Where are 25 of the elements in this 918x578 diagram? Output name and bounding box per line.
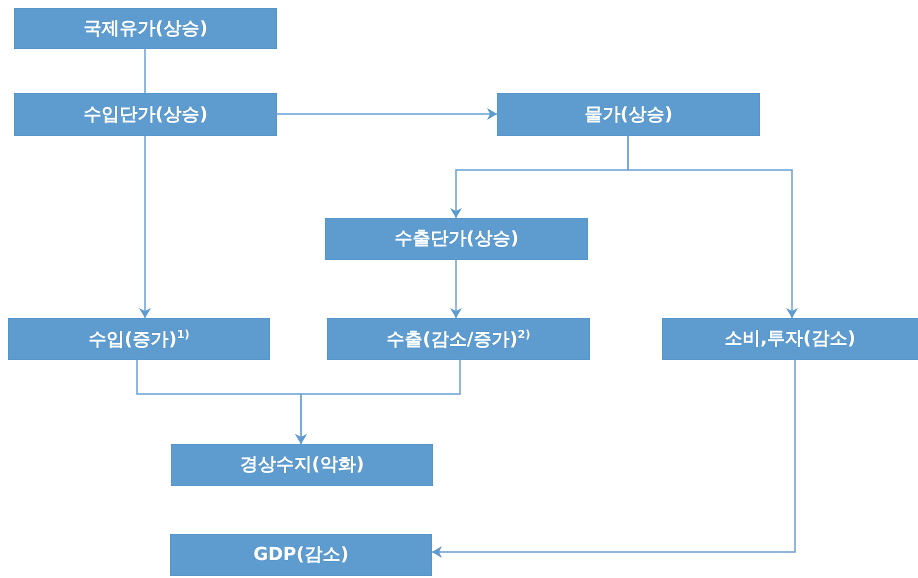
box-label: 수출(감소/증가)$^{2)}$ xyxy=(386,329,530,349)
arrow xyxy=(627,136,798,318)
arrow xyxy=(432,360,796,558)
process-box xyxy=(170,534,432,576)
arrow xyxy=(450,260,462,318)
process-box xyxy=(662,318,918,360)
box-label: 소비,투자(감소) xyxy=(724,330,856,348)
box-label: 물가(상승) xyxy=(584,106,673,124)
arrow xyxy=(295,360,461,444)
process-box xyxy=(171,444,433,486)
process-box xyxy=(14,8,277,49)
box-label: GDP(감소) xyxy=(253,546,349,564)
process-box xyxy=(14,93,277,136)
process-box xyxy=(325,218,588,260)
box-label: 수입단가(상승) xyxy=(83,106,208,124)
box-label: 수출단가(상승) xyxy=(394,230,519,248)
box-label: 국제유가(상승) xyxy=(83,20,208,38)
process-box xyxy=(497,93,760,136)
arrow xyxy=(139,136,151,318)
process-box xyxy=(8,318,270,360)
box-label: 경상수지(악화) xyxy=(240,456,364,474)
process-box xyxy=(327,318,590,360)
connector-line xyxy=(144,49,146,93)
arrow xyxy=(277,108,497,120)
box-label: 수입(증가)$^{1)}$ xyxy=(88,329,190,349)
